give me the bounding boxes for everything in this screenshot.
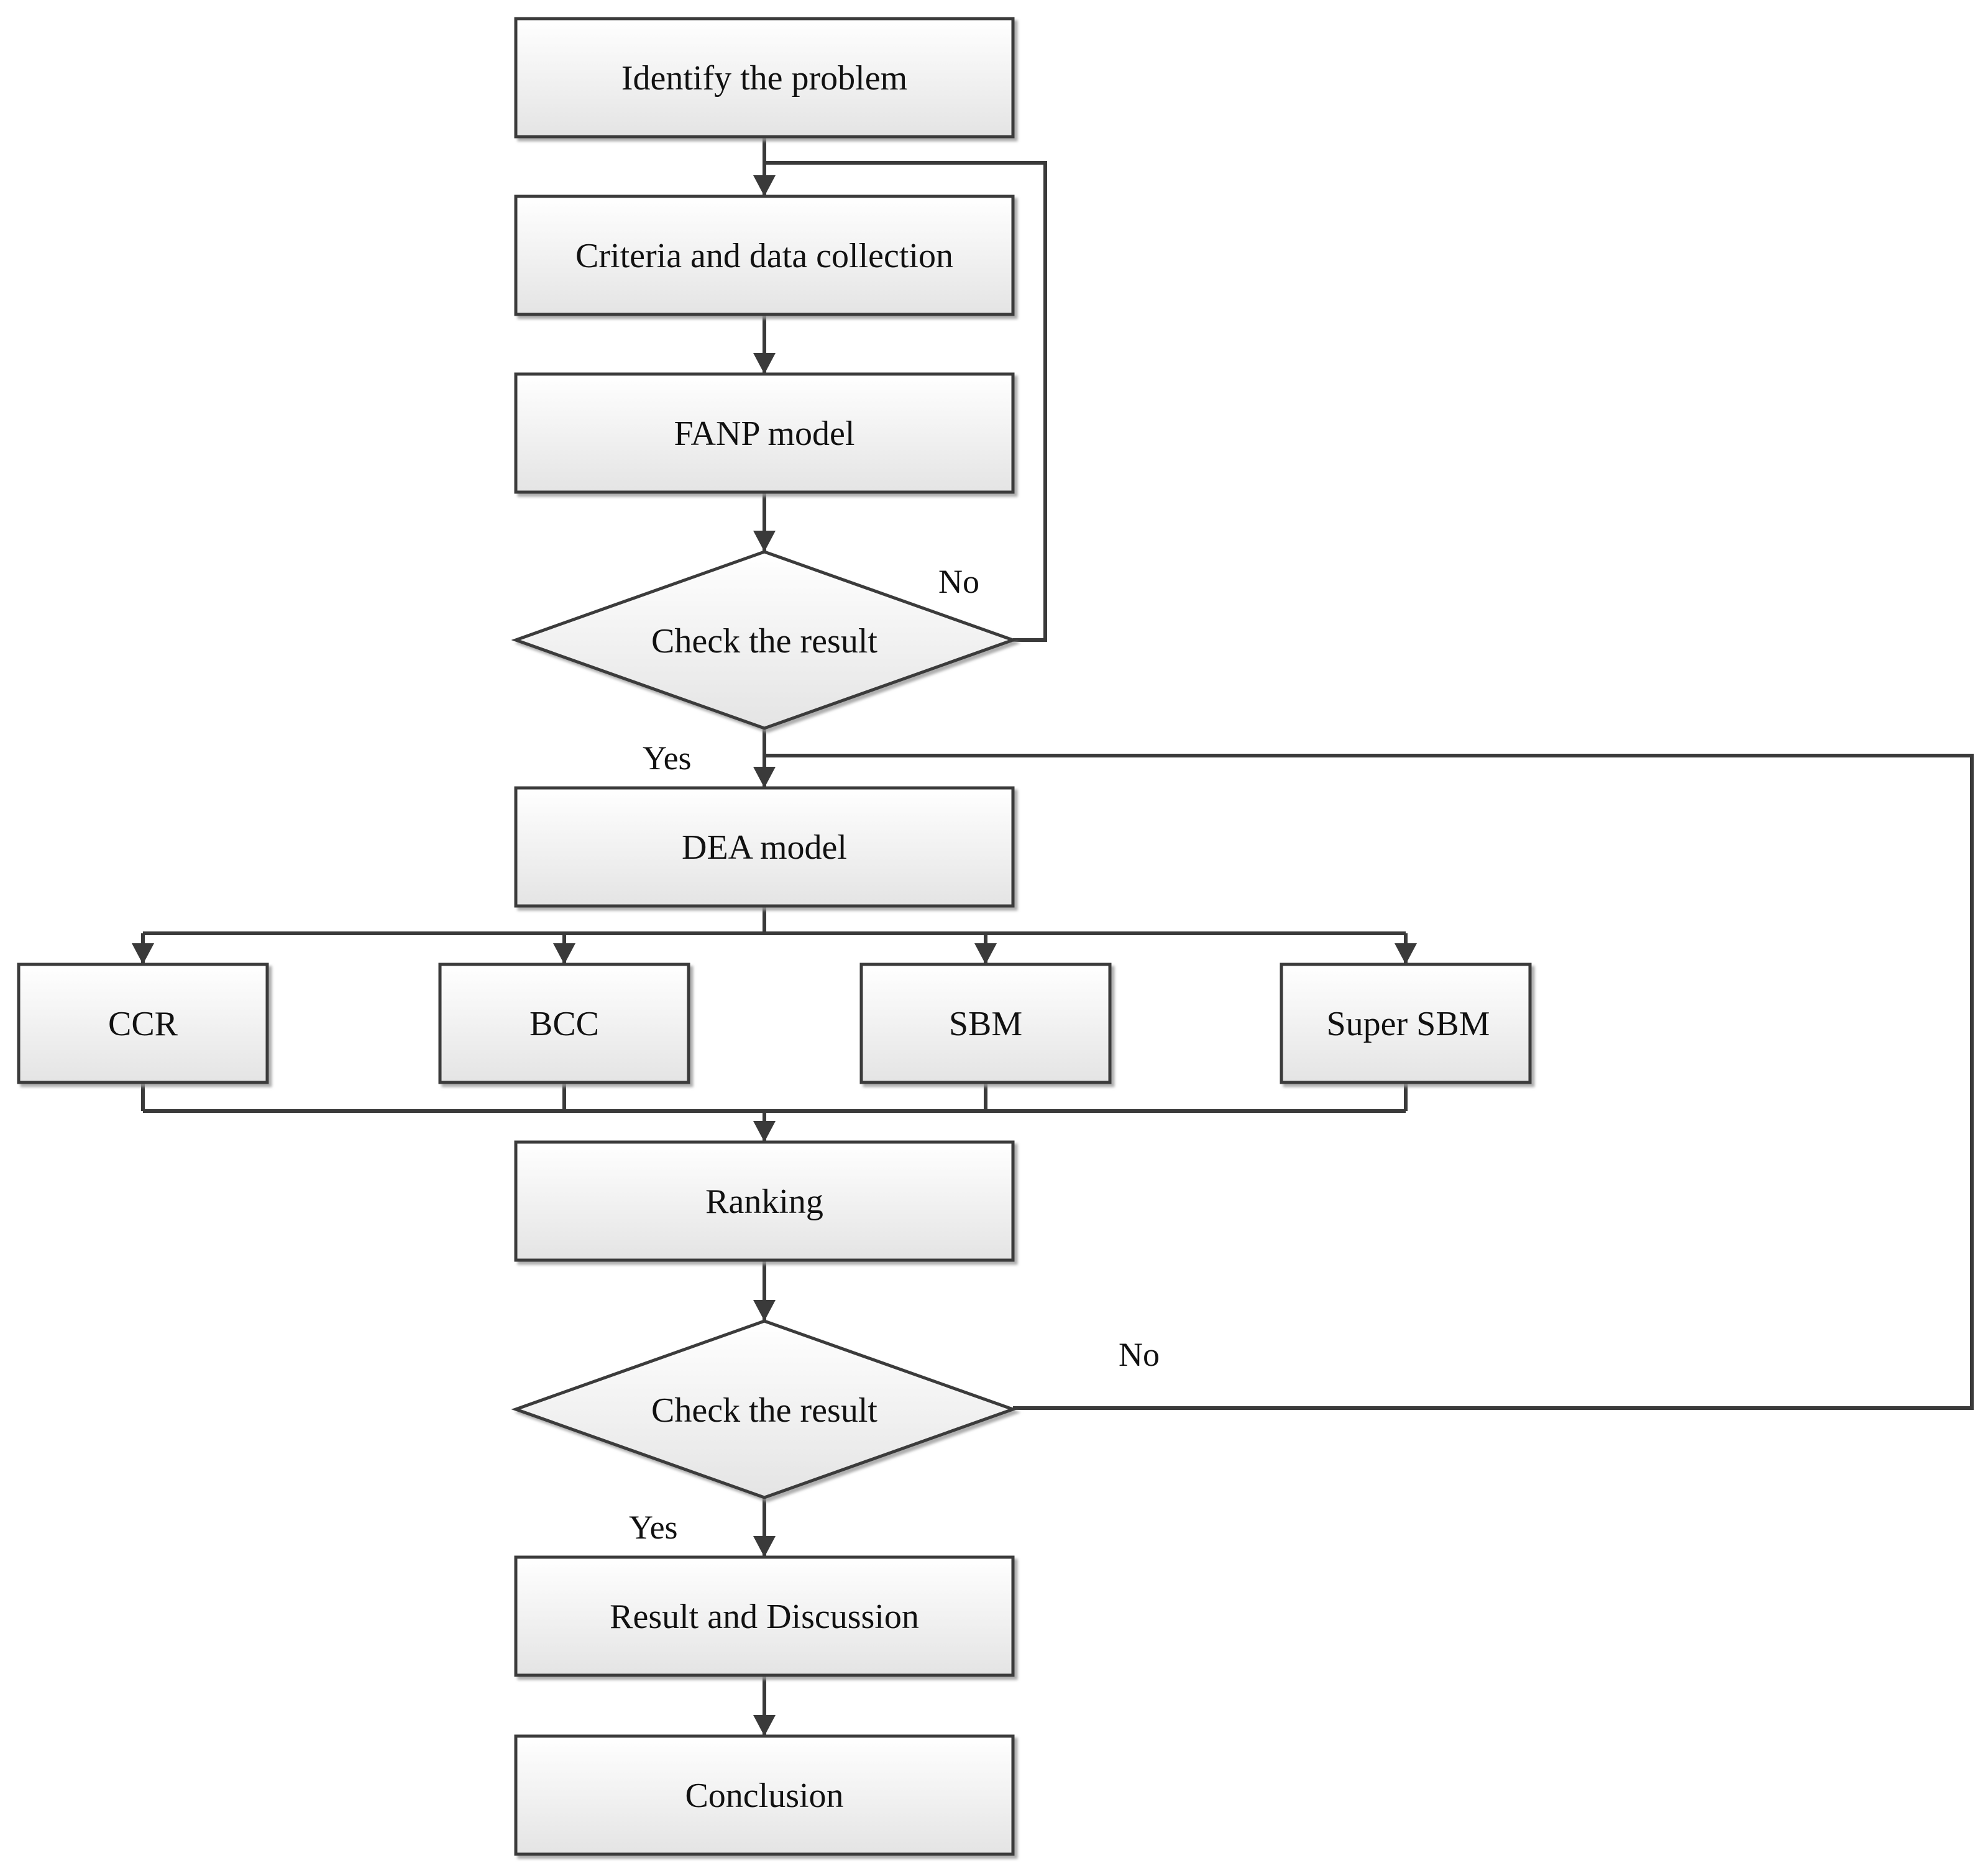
arrowhead	[753, 1715, 776, 1736]
node-label: CCR	[108, 1005, 178, 1043]
node-result-discussion: Result and Discussion	[514, 1555, 1015, 1677]
node-fanp-model: FANP model	[514, 372, 1015, 494]
label-no-2: No	[1119, 1336, 1160, 1373]
arrowhead	[753, 175, 776, 196]
node-ccr: CCR	[17, 963, 269, 1084]
node-label: Conclusion	[685, 1777, 843, 1815]
node-conclusion: Conclusion	[514, 1734, 1015, 1856]
nodes: Identify the problem Criteria and data c…	[17, 17, 1532, 1856]
node-label: Identify the problem	[621, 59, 907, 98]
arrowhead	[753, 531, 776, 552]
node-super-sbm: Super SBM	[1280, 963, 1532, 1084]
decision-check-result-1: Check the result	[511, 550, 1018, 730]
label-yes-2: Yes	[629, 1509, 678, 1546]
node-label: FANP model	[674, 414, 855, 453]
loop-no-to-criteria	[764, 161, 1047, 642]
connectors	[132, 137, 1974, 1736]
node-criteria-data-collection: Criteria and data collection	[514, 194, 1015, 316]
node-ranking: Ranking	[514, 1140, 1015, 1262]
node-label: Criteria and data collection	[575, 237, 953, 275]
arrowhead	[1395, 943, 1417, 964]
node-dea-model: DEA model	[514, 786, 1015, 908]
node-bcc: BCC	[438, 963, 690, 1084]
decision-check-result-2: Check the result	[511, 1319, 1018, 1499]
node-label: Check the result	[651, 1391, 877, 1430]
node-label: Super SBM	[1327, 1005, 1490, 1043]
arrowhead	[753, 1536, 776, 1557]
arrowhead	[753, 1300, 776, 1321]
loop-no-to-dea	[764, 754, 1974, 1410]
arrowhead	[974, 943, 997, 964]
node-label: DEA model	[682, 828, 847, 867]
arrowhead	[753, 1121, 776, 1142]
node-identify-problem: Identify the problem	[514, 17, 1015, 139]
label-no-1: No	[938, 563, 979, 600]
node-label: Result and Discussion	[610, 1598, 919, 1636]
arrowhead	[753, 767, 776, 788]
arrowhead	[553, 943, 575, 964]
node-label: BCC	[529, 1005, 599, 1043]
arrowhead	[753, 353, 776, 374]
node-label: Ranking	[705, 1182, 823, 1221]
label-yes-1: Yes	[643, 739, 692, 777]
node-label: SBM	[949, 1005, 1022, 1043]
node-label: Check the result	[651, 622, 877, 661]
node-sbm: SBM	[859, 963, 1112, 1084]
arrowhead	[132, 943, 154, 964]
edge-labels: No Yes No Yes	[629, 563, 1160, 1546]
